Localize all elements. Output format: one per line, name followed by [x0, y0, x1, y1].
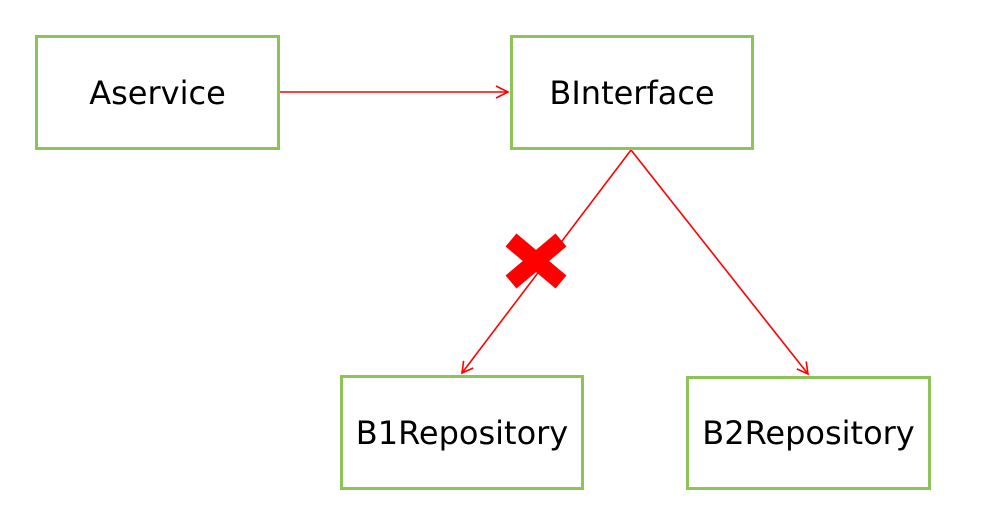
arrow-aservice-to-binterface — [280, 85, 510, 99]
node-b2repository-label: B2Repository — [702, 414, 915, 452]
node-binterface: BInterface — [510, 35, 754, 150]
node-aservice: Aservice — [35, 35, 280, 150]
node-b2repository: B2Repository — [686, 376, 931, 490]
node-aservice-label: Aservice — [89, 73, 226, 112]
cross-mark-icon — [505, 233, 567, 289]
node-binterface-label: BInterface — [549, 73, 715, 112]
arrow-binterface-to-b2repository — [630, 149, 810, 376]
node-b1repository: B1Repository — [340, 375, 584, 490]
node-b1repository-label: B1Repository — [355, 413, 569, 452]
